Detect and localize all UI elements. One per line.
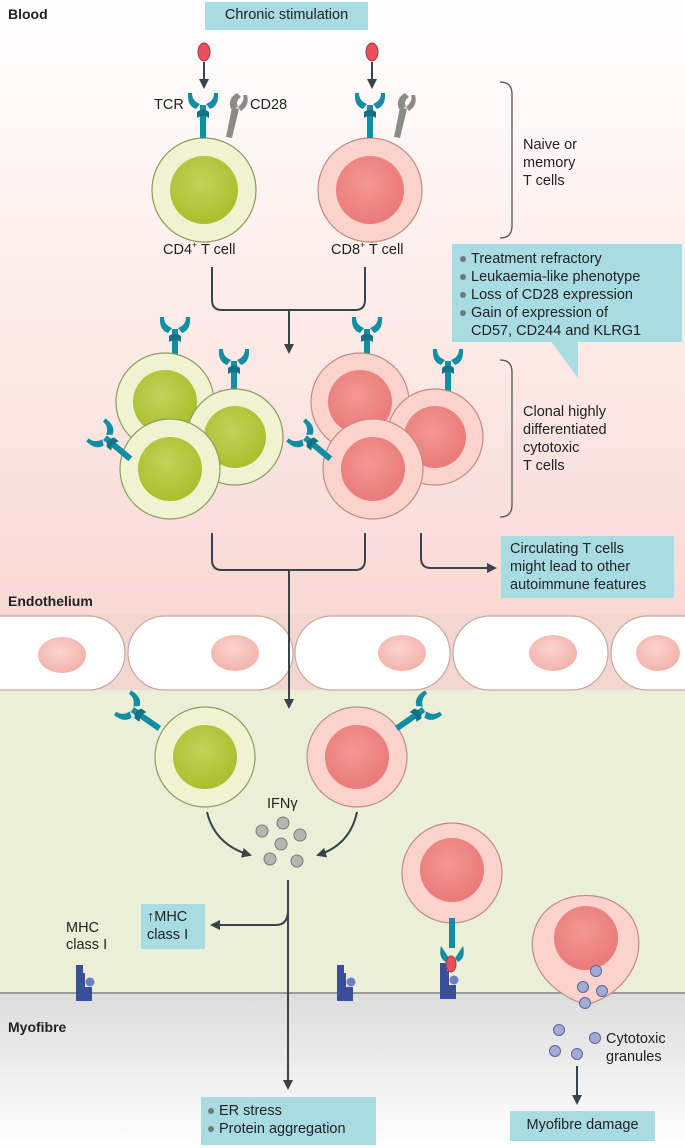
label-line: ↑MHC	[147, 908, 205, 926]
tcell-text: T cell	[197, 241, 236, 258]
region-label-myofibre: Myofibre	[8, 1019, 67, 1035]
antigen-icon	[445, 955, 457, 973]
feature-item: Gain of expression of	[458, 304, 678, 322]
feature-item: Loss of CD28 expression	[458, 286, 678, 304]
chronic-stimulation-box: Chronic stimulation	[205, 2, 368, 30]
bracket	[499, 359, 513, 518]
naive-memory-label: Naive or memory T cells	[523, 136, 577, 190]
clonal-label: Clonal highly differentiated cytotoxic T…	[523, 403, 607, 475]
mhc-upregulation-box: ↑MHC class I	[141, 904, 205, 949]
label-line: might lead to other	[510, 559, 631, 575]
label-line: Cytotoxic	[606, 1031, 666, 1047]
up-arrow-icon: ↑	[147, 909, 155, 925]
region-label-blood: Blood	[8, 6, 48, 22]
label-line: class I	[147, 927, 189, 943]
cd8-clone-cluster	[286, 317, 484, 520]
label-line: Clonal highly	[523, 404, 607, 420]
circulating-box: Circulating T cells might lead to other …	[501, 536, 674, 598]
cd4-effector-cell	[113, 690, 256, 808]
ifn-gamma-label: IFNγ	[267, 796, 298, 812]
features-box: Treatment refractory Leukaemia-like phen…	[452, 244, 682, 342]
cd4-cell-label: CD4+ T cell	[163, 236, 235, 259]
cd4-text: CD4	[163, 241, 193, 258]
region-label-endothelium: Endothelium	[8, 593, 93, 609]
label-line: class I	[66, 937, 108, 953]
tcell-text: T cell	[365, 241, 404, 258]
arrow	[210, 909, 289, 930]
label-line: memory	[523, 155, 576, 171]
label-line: Naive or	[523, 137, 577, 153]
label-line: Circulating T cells	[510, 541, 624, 557]
label-line: T cells	[523, 173, 565, 189]
cd8-text: CD8	[331, 241, 361, 258]
tcr-label: TCR	[154, 97, 184, 113]
mhc-label: MHC class I	[66, 920, 107, 954]
cd8-naive-cell	[317, 137, 423, 243]
label-line: autoimmune features	[510, 577, 647, 593]
granule-icons	[549, 965, 608, 1060]
stress-item: Protein aggregation	[206, 1120, 376, 1138]
endothelium-layer	[0, 614, 685, 691]
feature-item: Treatment refractory	[458, 250, 678, 268]
stress-box: ER stress Protein aggregation	[201, 1097, 376, 1145]
arrow	[316, 811, 358, 858]
label-line: differentiated	[523, 422, 607, 438]
cd4-clone-cluster	[86, 317, 284, 520]
arrow	[420, 533, 497, 573]
antigen-icon	[365, 42, 379, 62]
label-line: cytotoxic	[523, 440, 580, 456]
ifn-gamma-molecules	[255, 816, 307, 868]
granules-label: Cytotoxic granules	[606, 1030, 666, 1066]
feature-item: Leukaemia-like phenotype	[458, 268, 678, 286]
label-line: T cells	[523, 458, 565, 474]
cd4-naive-cell	[151, 137, 257, 243]
feature-item-continuation: CD57, CD244 and KLRG1	[471, 323, 642, 339]
label-line: granules	[606, 1049, 662, 1065]
callout-tail	[550, 340, 578, 378]
superscript: +	[360, 240, 366, 250]
superscript: +	[192, 240, 198, 250]
label-line: MHC	[66, 920, 100, 936]
cd8-cell-label: CD8+ T cell	[331, 236, 403, 259]
stress-item: ER stress	[206, 1102, 376, 1120]
cd8-degranulating-cell	[531, 894, 640, 1006]
cd28-label: CD28	[250, 97, 288, 113]
cd8-effector-cell	[306, 690, 443, 808]
bracket	[499, 81, 513, 239]
cd8-engaging-cell	[401, 822, 503, 962]
myofibre-damage-box: Myofibre damage	[510, 1111, 655, 1141]
arrow	[206, 811, 252, 858]
antigen-icon	[197, 42, 211, 62]
label-text: MHC	[154, 909, 188, 925]
